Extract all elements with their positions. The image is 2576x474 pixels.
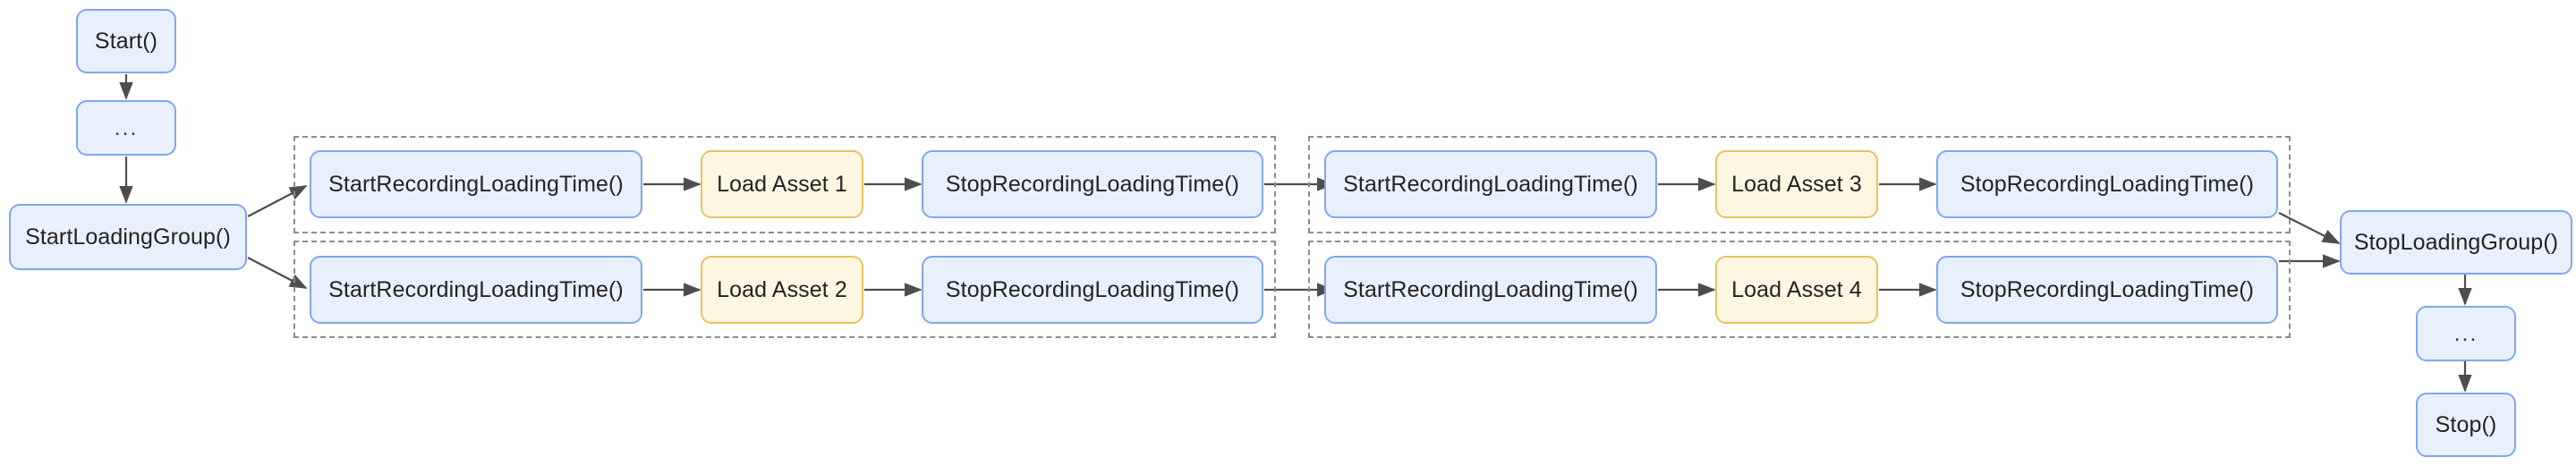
node-g2-lane1-load-asset-3[interactable]: Load Asset 3: [1715, 150, 1878, 218]
node-g2-lane2-load-asset-4[interactable]: Load Asset 4: [1715, 256, 1878, 324]
node-g1-lane1-start-recording[interactable]: StartRecordingLoadingTime(): [310, 150, 642, 218]
node-start[interactable]: Start(): [76, 9, 176, 73]
node-post-ellipsis[interactable]: ...: [2416, 306, 2516, 361]
node-start-loading-group[interactable]: StartLoadingGroup(): [9, 204, 247, 270]
node-pre-ellipsis[interactable]: ...: [76, 100, 176, 156]
node-g1-lane1-stop-recording[interactable]: StopRecordingLoadingTime(): [922, 150, 1263, 218]
node-g1-lane2-stop-recording[interactable]: StopRecordingLoadingTime(): [922, 256, 1263, 324]
node-g1-lane2-load-asset-2[interactable]: Load Asset 2: [701, 256, 863, 324]
node-g1-lane1-load-asset-1[interactable]: Load Asset 1: [701, 150, 863, 218]
node-stop-loading-group[interactable]: StopLoadingGroup(): [2340, 210, 2572, 275]
node-g2-lane1-start-recording[interactable]: StartRecordingLoadingTime(): [1324, 150, 1657, 218]
node-g2-lane2-stop-recording[interactable]: StopRecordingLoadingTime(): [1936, 256, 2278, 324]
node-stop[interactable]: Stop(): [2416, 393, 2516, 457]
node-g2-lane1-stop-recording[interactable]: StopRecordingLoadingTime(): [1936, 150, 2278, 218]
node-g2-lane2-start-recording[interactable]: StartRecordingLoadingTime(): [1324, 256, 1657, 324]
node-g1-lane2-start-recording[interactable]: StartRecordingLoadingTime(): [310, 256, 642, 324]
